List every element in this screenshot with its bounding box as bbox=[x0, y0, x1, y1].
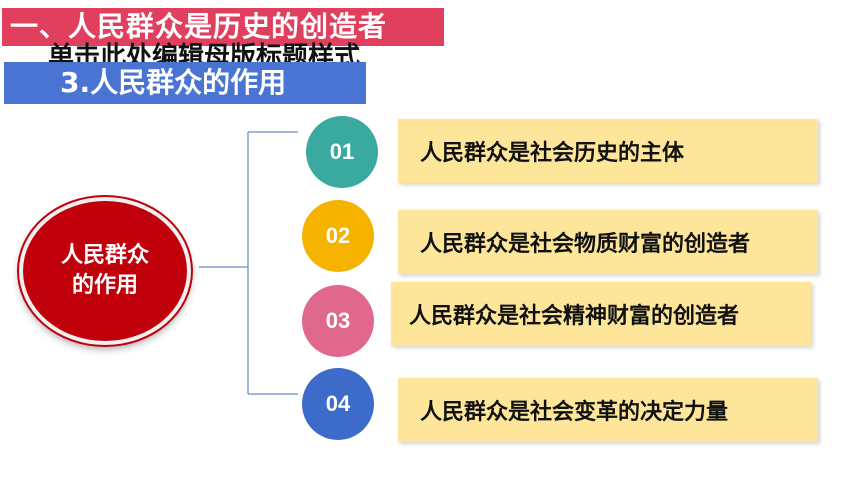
item-box-3: 人民群众是社会精神财富的创造者 bbox=[391, 282, 811, 346]
center-label-line2: 的作用 bbox=[71, 273, 138, 298]
center-circle: 人民群众 的作用 bbox=[19, 197, 191, 345]
item-text-3: 人民群众是社会精神财富的创造者 bbox=[409, 304, 740, 329]
item-text-1: 人民群众是社会历史的主体 bbox=[420, 141, 685, 166]
number-badge-3: 03 bbox=[302, 285, 374, 357]
title-banner bbox=[2, 8, 444, 46]
item-box-1: 人民群众是社会历史的主体 bbox=[398, 119, 818, 183]
number-label-1: 01 bbox=[329, 139, 355, 164]
number-label-4: 04 bbox=[325, 391, 351, 416]
slide-title: 一、人民群众是历史的创造者 bbox=[10, 10, 388, 43]
item-text-2: 人民群众是社会物质财富的创造者 bbox=[420, 232, 751, 257]
item-box-2: 人民群众是社会物质财富的创造者 bbox=[398, 210, 818, 274]
number-label-2: 02 bbox=[325, 223, 351, 248]
item-box-4: 人民群众是社会变革的决定力量 bbox=[398, 378, 818, 442]
item-text-4: 人民群众是社会变革的决定力量 bbox=[420, 400, 729, 425]
number-badge-1: 01 bbox=[306, 116, 378, 188]
slide-subtitle: 3.人民群众的作用 bbox=[60, 66, 287, 99]
number-badge-4: 04 bbox=[302, 368, 374, 440]
number-badge-2: 02 bbox=[302, 200, 374, 272]
subtitle-banner bbox=[4, 62, 366, 104]
number-label-3: 03 bbox=[325, 308, 351, 333]
center-label-line1: 人民群众 bbox=[60, 243, 149, 268]
